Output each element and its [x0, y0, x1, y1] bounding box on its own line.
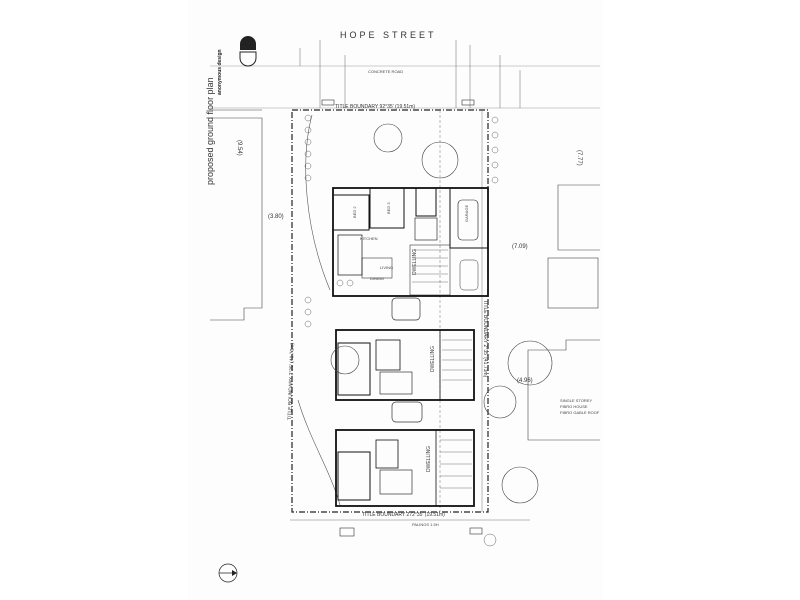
- firm-name: anonymous design: [217, 49, 223, 95]
- plan-title: proposed ground floor plan: [205, 77, 215, 185]
- kitchen-label: KITCHEN: [360, 236, 378, 241]
- bed2-label: BED 2: [352, 206, 357, 218]
- plan-sheet: [188, 0, 603, 600]
- dwelling-1: [332, 187, 489, 297]
- dim-left: (3.80): [268, 214, 284, 220]
- boundary-top-label: TITLE BOUNDARY 92°35' (19.51m): [335, 104, 416, 110]
- left-neighbour: [210, 117, 263, 321]
- neighbour-label: SINGLE STOREY FIBRO HOUSE FIBRO GABLE RO…: [560, 398, 600, 415]
- car-icon: [391, 297, 421, 321]
- living-label: LIVING: [380, 265, 394, 270]
- title-boundary: [291, 109, 489, 513]
- dim-top-left: (9.54): [236, 140, 242, 156]
- car-icon-2: [391, 401, 423, 423]
- street-name: HOPE STREET: [340, 30, 437, 40]
- palings-label: PALINGS 1.5H: [412, 522, 439, 527]
- dim-right: (7.09): [512, 244, 528, 250]
- firm-logo-icon: [239, 36, 257, 67]
- right-neighbour-top: [557, 184, 600, 251]
- dim-top-right: (7.77): [576, 150, 582, 166]
- bed3-label: BED 3: [386, 202, 391, 214]
- boundary-bottom-label: TITLE BOUNDARY 272°35' (19.51m): [362, 512, 445, 518]
- boundary-right-label: TITLE BOUNDARY 2°35' (41.73m): [482, 300, 488, 378]
- north-arrow-icon: [218, 563, 238, 583]
- right-neighbour-house: [527, 339, 600, 441]
- dwelling-3: [335, 429, 475, 507]
- tree-icons: [330, 123, 553, 504]
- dim-right2: (4.96): [517, 378, 533, 384]
- dwelling-2-label: DWELLING: [430, 345, 436, 372]
- dwelling-3-label: DWELLING: [426, 445, 432, 472]
- concrete-road-label: CONCRETE ROAD: [368, 69, 404, 74]
- shrubs: [304, 114, 499, 328]
- dwelling-2: [335, 329, 475, 401]
- dwelling-1-label: DWELLING: [412, 248, 418, 275]
- garage-1-label: GARAGE: [464, 204, 469, 222]
- dining-label: DINING: [370, 276, 384, 281]
